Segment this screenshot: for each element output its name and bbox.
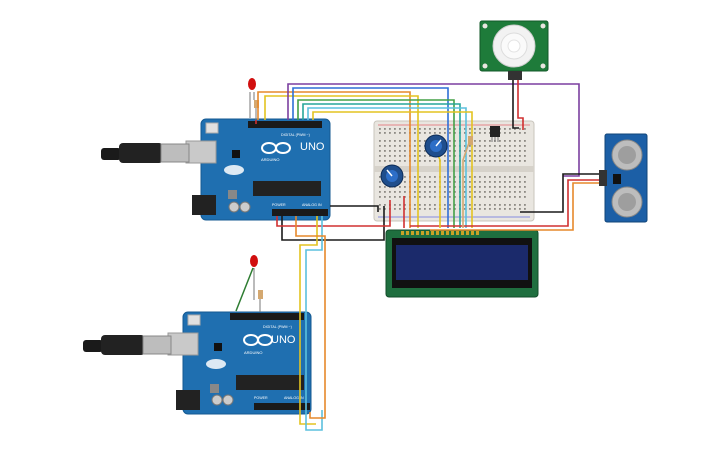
arduino-top-power-label: POWER [272,203,286,207]
arduino-bottom-power-label: POWER [254,396,268,400]
wire-cyan [305,216,323,431]
lcd-display [385,229,539,298]
arduino-bottom-analog-label: ANALOG IN [284,396,304,400]
wire-resistor-lead [462,139,471,228]
led-icon [235,255,263,312]
potentiometer-icon[interactable] [424,134,448,158]
infinity-logo-icon [243,334,273,346]
led-icon [248,78,259,120]
arduino-top-usb-port [185,140,217,164]
arduino-uno-bottom: UNO ARDUINO DIGITAL (PWM ~) POWER ANALOG… [167,311,312,415]
resistor-bottom [258,290,263,299]
lcd-header-pins [401,231,479,235]
wire-green [297,99,455,228]
arduino-top-atmega-chip [253,181,321,196]
pir-motion-sensor-icon [479,20,549,80]
potentiometer-icon[interactable] [380,164,404,188]
wire-yellow [312,111,473,228]
wire-cyan [307,107,467,228]
resistor-icon [468,136,473,145]
arduino-bottom-digital-label: DIGITAL (PWM ~) [263,325,292,329]
arduino-top-logo-text: UNO [300,141,325,153]
wire-orange [257,91,411,228]
wire-purple [287,83,580,177]
arduino-bottom-power-jack [176,390,200,410]
infinity-logo-icon [261,142,291,154]
wire-black [281,206,385,241]
resistor-top [254,100,259,108]
ultrasonic-sensor-icon [599,133,648,223]
arduino-top-digital-label: DIGITAL (PWM ~) [281,133,310,137]
arduino-top-analog-label: ANALOG IN [302,203,322,207]
wire-orange [430,182,599,231]
ultrasonic-header [599,170,607,186]
arduino-bottom-brand: ARDUINO [244,350,262,355]
wire-red [517,80,524,130]
wires [255,80,599,431]
arduino-top-power-jack [192,195,216,215]
wire-orange [295,216,326,419]
ic-chip-icon [490,126,500,142]
led-bottom [250,255,258,267]
arduino-top-brand: ARDUINO [261,157,279,162]
usb-cable-icon [101,143,190,163]
wire-black [512,80,519,129]
wire-black [520,173,599,213]
led-top [248,78,256,90]
wire-red [410,179,599,227]
wire-teal [302,103,461,228]
arduino-top-reset-button [205,122,219,134]
arduino-bottom-atmega-chip [236,375,304,390]
lcd-screen [396,245,528,280]
wire-yellow [264,95,419,228]
arduino-bottom-reset-button [187,314,201,326]
arduino-bottom-analog-header [254,403,310,410]
arduino-bottom-digital-header [230,313,304,320]
wire-black [330,205,379,212]
arduino-top-digital-header [248,121,322,128]
arduino-uno-top: UNO ARDUINO DIGITAL (PWM ~) POWER ANALOG… [185,118,331,221]
arduino-bottom-usb-port [167,332,199,356]
pir-header [508,71,522,80]
arduino-bottom-logo-text: UNO [271,334,296,346]
wire-red [276,200,391,227]
usb-cable-icon [83,335,172,355]
wire-blue [292,87,449,228]
arduino-top-analog-header [272,209,328,216]
